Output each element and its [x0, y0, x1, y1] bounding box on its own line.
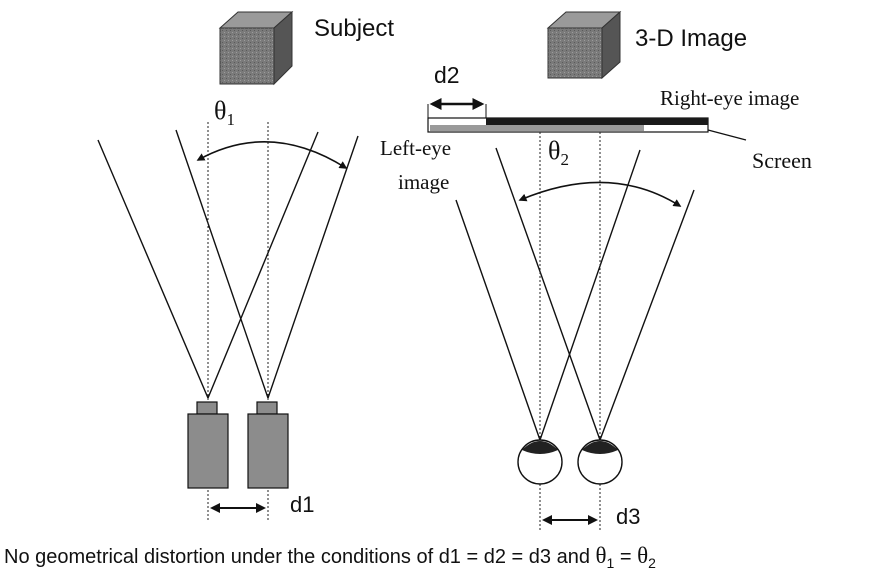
theta1-label: θ1: [214, 96, 235, 130]
d3-label: d3: [616, 504, 641, 529]
screen: [427, 104, 747, 141]
caption-theta-a: θ: [595, 543, 607, 568]
d1-label: d1: [290, 492, 315, 517]
caption-sub-b: 2: [648, 555, 656, 571]
d2-label: d2: [434, 62, 460, 88]
caption-sub-a: 1: [606, 555, 615, 571]
theta2-subscript: 2: [560, 150, 569, 170]
caption-text: No geometrical distortion under the cond…: [4, 546, 596, 568]
theta2-symbol: θ: [548, 136, 561, 165]
theta1-symbol: θ: [214, 96, 227, 125]
eye-sight-lines: [455, 147, 695, 441]
subject-label: Subject: [314, 15, 395, 42]
subject-cube: [218, 10, 294, 86]
image-3d-cube: [546, 10, 622, 80]
caption-equals: =: [614, 546, 638, 568]
right-eye-image-label: Right-eye image: [660, 86, 800, 110]
camera-sight-lines: [97, 129, 359, 399]
right-camera: [247, 401, 289, 489]
theta2-arc: [518, 181, 682, 207]
image-3d-label: 3-D Image: [635, 25, 748, 52]
left-camera: [187, 401, 229, 489]
left-eye-image-label-1: Left-eye: [380, 136, 452, 160]
left-eye: [517, 439, 563, 485]
caption: No geometrical distortion under the cond…: [4, 544, 656, 570]
left-eye-image-label-2: image: [398, 170, 450, 194]
theta2-label: θ2: [548, 136, 569, 170]
screen-label: Screen: [752, 148, 812, 173]
caption-theta-b: θ: [637, 543, 649, 568]
theta1-arc: [196, 141, 348, 169]
right-eye: [577, 439, 623, 485]
theta1-subscript: 1: [226, 110, 235, 130]
